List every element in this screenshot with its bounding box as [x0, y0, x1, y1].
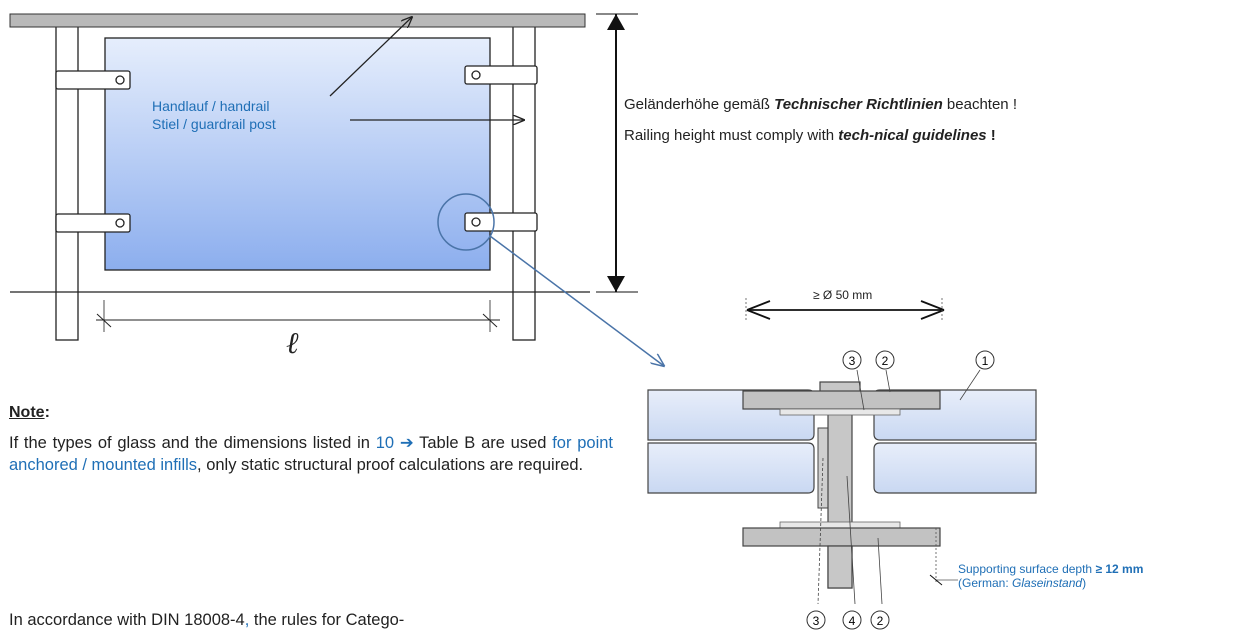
support-depth-label: Supporting surface depth ≥ 12 mm (German…	[958, 562, 1144, 590]
svg-text:1: 1	[982, 354, 989, 368]
height-note-english: Railing height must comply with tech-nic…	[624, 127, 996, 144]
svg-text:2: 2	[882, 354, 889, 368]
guardrail-post-label: Stiel / guardrail post	[152, 116, 276, 132]
svg-text:4: 4	[849, 614, 856, 628]
bottom-text: In accordance with DIN 18008-4, the rule…	[9, 611, 405, 629]
length-symbol: ℓ	[286, 327, 299, 360]
marker-2-top: 2	[875, 350, 895, 370]
marker-3-bottom: 3	[806, 610, 826, 630]
svg-text:3: 3	[849, 354, 856, 368]
marker-3-top: 3	[842, 350, 862, 370]
note-ref-number: 10	[375, 434, 395, 452]
clamp-right-top	[464, 65, 538, 85]
marker-1-top: 1	[975, 350, 995, 370]
detail-callout-circle	[437, 193, 495, 251]
marker-4-bottom: 4	[842, 610, 862, 630]
height-note-german: Geländerhöhe gemäß Technischer Richtlini…	[624, 96, 1017, 113]
clamp-left-top	[55, 70, 131, 90]
glass-infill	[104, 37, 491, 271]
clamp-left-bottom	[55, 213, 131, 233]
marker-2-bottom: 2	[870, 610, 890, 630]
handrail-label: Handlauf / handrail	[152, 98, 270, 114]
note-ref-arrow: ➔	[399, 434, 414, 452]
handrail-leader	[329, 17, 412, 97]
point-fixing-detail: 3 2 1 3 4 2	[647, 298, 1037, 630]
detail-callout-line	[489, 235, 664, 366]
railing-height-note: Geländerhöhe gemäß Technischer Richtlini…	[624, 94, 1024, 146]
diameter-dimension: ≥ Ø 50 mm	[813, 288, 873, 302]
handrail-bar	[9, 13, 586, 28]
svg-text:3: 3	[813, 614, 820, 628]
note-heading: Note:	[9, 404, 50, 421]
note-body: If the types of glass and the dimensions…	[9, 434, 614, 474]
clamp-right-bottom	[464, 212, 538, 232]
svg-text:2: 2	[877, 614, 884, 628]
